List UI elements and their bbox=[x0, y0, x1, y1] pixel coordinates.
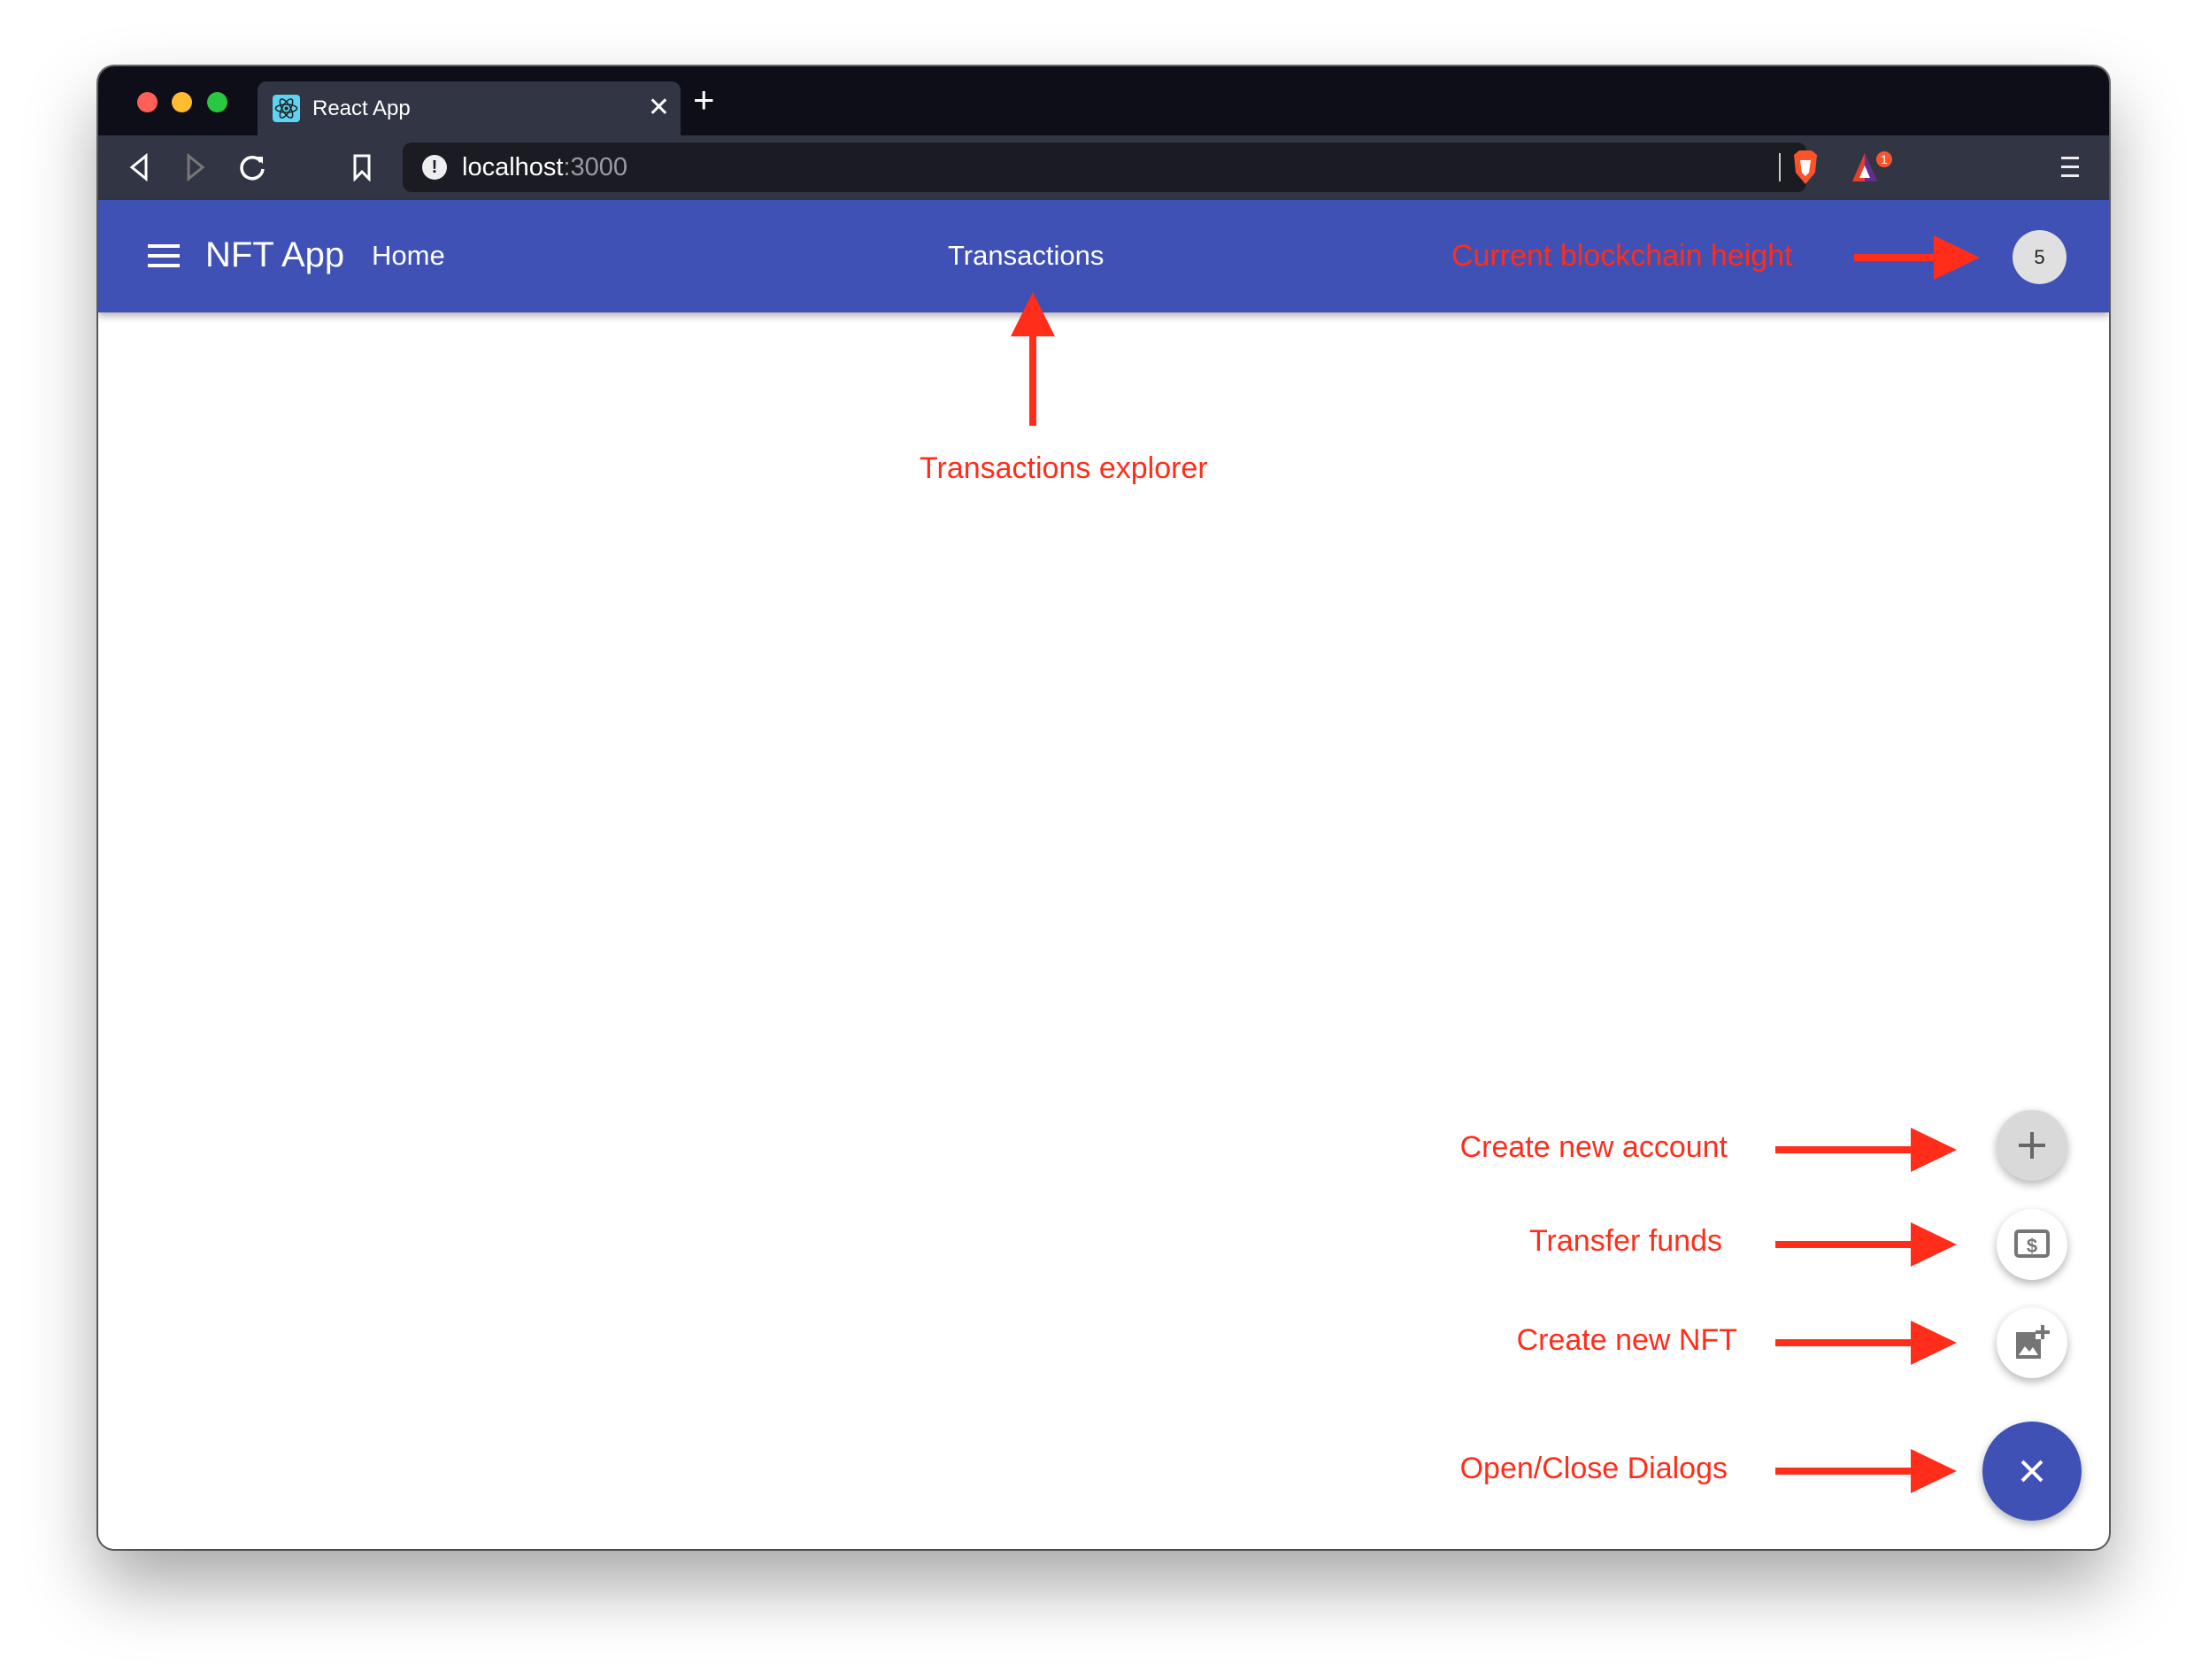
site-info-icon[interactable]: ! bbox=[422, 155, 447, 180]
annotation-transfer-funds: Transfer funds bbox=[1529, 1224, 1722, 1258]
tab-close-icon[interactable]: ✕ bbox=[647, 93, 670, 122]
add-photo-icon bbox=[2016, 1325, 2050, 1359]
app-brand: NFT App bbox=[205, 235, 345, 274]
dollar-bill-icon: $ bbox=[2014, 1229, 2050, 1258]
url-host: localhost bbox=[462, 153, 564, 181]
block-height-badge[interactable]: 5 bbox=[2013, 230, 2067, 284]
minimize-window-button[interactable] bbox=[172, 92, 192, 112]
new-tab-button[interactable]: + bbox=[693, 79, 715, 120]
close-icon bbox=[2020, 1460, 2044, 1483]
close-window-button[interactable] bbox=[137, 92, 158, 112]
transfer-funds-button[interactable]: $ bbox=[1997, 1209, 2067, 1280]
react-icon bbox=[273, 95, 300, 122]
url-text[interactable]: localhost:3000 bbox=[462, 153, 627, 182]
reload-icon[interactable] bbox=[238, 153, 266, 181]
brave-rewards-icon[interactable]: 1 bbox=[1851, 151, 1895, 185]
annotation-arrow bbox=[1775, 1321, 1957, 1365]
annotation-open-close: Open/Close Dialogs bbox=[1459, 1452, 1728, 1485]
divider bbox=[1779, 153, 1781, 181]
url-port: :3000 bbox=[563, 153, 628, 181]
maximize-window-button[interactable] bbox=[207, 92, 227, 112]
forward-icon[interactable] bbox=[185, 153, 206, 181]
address-bar[interactable]: ! localhost:3000 bbox=[403, 143, 1806, 192]
nav-transactions[interactable]: Transactions bbox=[948, 240, 1104, 271]
plus-icon bbox=[2019, 1132, 2045, 1159]
annotation-arrow bbox=[1775, 1128, 1957, 1172]
toggle-dialogs-button[interactable] bbox=[1982, 1422, 2082, 1521]
annotation-block-height: Current blockchain height bbox=[1451, 239, 1793, 273]
create-nft-button[interactable] bbox=[1997, 1307, 2067, 1378]
browser-tab[interactable]: React App ✕ bbox=[258, 81, 681, 135]
app-bar: NFT App Home Transactions Current blockc… bbox=[98, 200, 2109, 312]
back-icon[interactable] bbox=[128, 153, 150, 181]
annotation-arrow bbox=[1854, 235, 1980, 280]
annotation-arrow bbox=[1775, 1222, 1957, 1267]
title-bar: React App ✕ + bbox=[98, 66, 2109, 135]
notification-badge: 1 bbox=[1881, 152, 1888, 166]
bookmark-icon[interactable] bbox=[352, 153, 372, 181]
create-account-button[interactable] bbox=[1997, 1110, 2067, 1181]
browser-window: React App ✕ + ! localhost:3000 1 NFT App… bbox=[98, 66, 2109, 1549]
tab-title: React App bbox=[312, 96, 411, 120]
browser-toolbar: ! localhost:3000 1 bbox=[98, 135, 2109, 200]
annotation-create-account: Create new account bbox=[1459, 1130, 1728, 1164]
nav-home[interactable]: Home bbox=[372, 240, 445, 271]
annotation-arrow bbox=[1775, 1449, 1957, 1493]
browser-menu-icon[interactable] bbox=[2061, 155, 2079, 180]
svg-text:$: $ bbox=[2027, 1235, 2037, 1257]
annotation-create-nft: Create new NFT bbox=[1516, 1323, 1737, 1357]
annotation-arrow bbox=[1011, 292, 1055, 426]
annotation-transactions: Transactions explorer bbox=[920, 451, 1208, 485]
hamburger-menu-icon[interactable] bbox=[148, 244, 180, 267]
brave-shields-icon[interactable] bbox=[1790, 150, 1820, 185]
